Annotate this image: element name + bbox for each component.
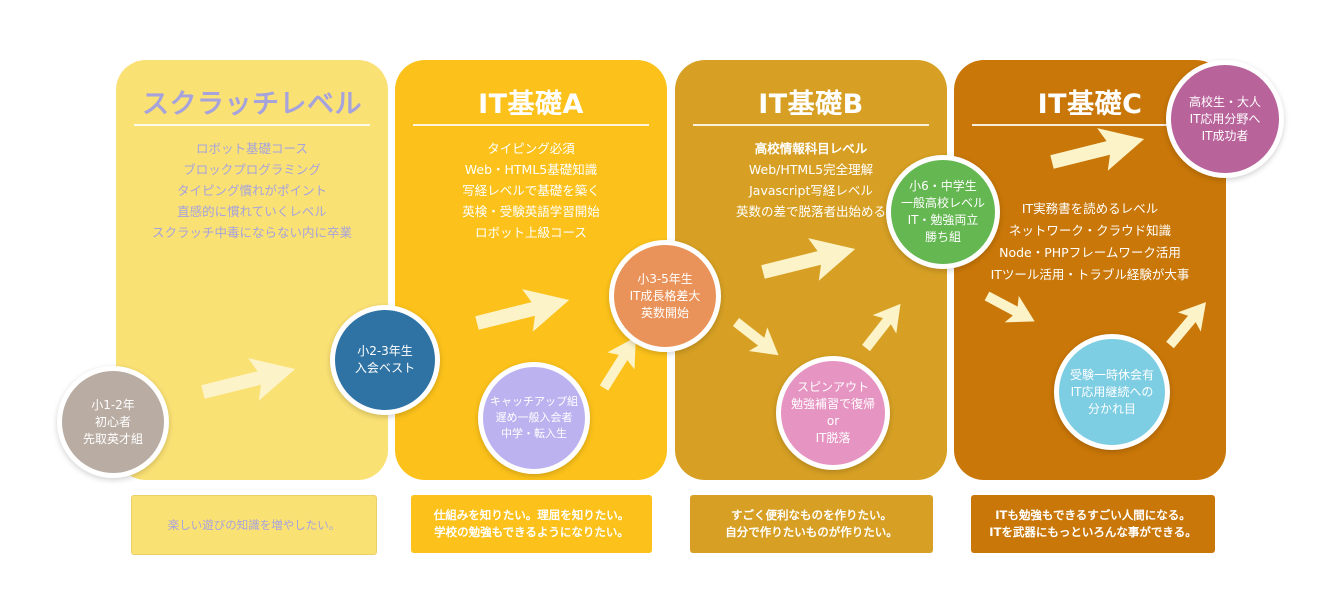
goal-note-scratch: 楽しい遊びの知識を増やしたい。 — [131, 495, 377, 555]
circle-label: IT成功者 — [1201, 128, 1249, 143]
divider — [413, 124, 649, 126]
circle-label: 小2-3年生 — [357, 344, 413, 358]
goal-line: ITを武器にもっといろんな事ができる。 — [989, 525, 1197, 539]
arrow-down-icon — [732, 318, 779, 356]
circle-label: 小3-5年生 — [637, 271, 693, 286]
circle-exam-break-crossroads: 受験一時休会有 IT応用継続への 分かれ目 — [1054, 334, 1170, 450]
stage-title: IT基礎A — [478, 89, 584, 120]
circle-label: スピンアウト — [796, 380, 869, 394]
circle-label: 高校生・大人 — [1188, 94, 1261, 109]
goal-line: 仕組みを知りたい。理屈を知りたい。 — [433, 508, 630, 522]
circle-best-enrollment: 小2-3年生 入会ベスト — [330, 305, 440, 415]
stage-description: ロボット基礎コース ブロックプログラミング タイピング慣れがポイント 直感的に慣… — [116, 138, 388, 243]
arrow-up-icon — [862, 303, 901, 352]
divider — [972, 124, 1208, 126]
goal-note-it-basic-a: 仕組みを知りたい。理屈を知りたい。 学校の勉強もできるようになりたい。 — [411, 495, 652, 553]
description-line: 高校情報科目レベル — [754, 141, 868, 156]
stage-description: 高校情報科目レベル Web/HTML5完全理解 Javascript写経レベル … — [675, 138, 947, 222]
circle-label: or — [826, 414, 840, 428]
description-line: 写経レベルで基礎を築く — [462, 183, 600, 198]
circle-label: キャッチアップ組 — [490, 395, 578, 408]
goal-line: すごく便利なものを作りたい。 — [731, 508, 892, 522]
circle-catch-up-group: キャッチアップ組 遅め一般入会者 中学・転入生 — [478, 362, 590, 474]
description-line: タイピング必須 — [487, 141, 575, 156]
circle-middle-school-winners: 小6・中学生 一般高校レベル IT・勉強両立 勝ち組 — [886, 155, 1000, 269]
circle-spin-out: スピンアウト 勉強補習で復帰 or IT脱落 — [776, 356, 890, 470]
stage-description: IT実務書を読めるレベル ネットワーク・クラウド知識 Node・PHPフレームワ… — [954, 198, 1226, 286]
stage-title: IT基礎C — [1037, 89, 1143, 120]
circle-label: 小1-2年 — [91, 397, 135, 412]
circle-label: 小6・中学生 — [909, 179, 977, 193]
description-line: タイピング慣れがポイント — [176, 183, 327, 198]
circle-grade-3-5: 小3-5年生 IT成長格差大 英数開始 — [609, 240, 721, 352]
description-line: ITツール活用・トラブル経験が大事 — [990, 267, 1190, 282]
description-line: Javascript写経レベル — [749, 183, 873, 198]
arrow-right-icon — [1050, 128, 1145, 171]
description-line: ロボット上級コース — [475, 225, 587, 240]
goal-line: 楽しい遊びの知識を増やしたい。 — [167, 517, 341, 532]
arrow-right-icon — [475, 289, 570, 332]
circle-label: 分かれ目 — [1087, 401, 1136, 416]
description-line: スクラッチ中毒にならない内に卒業 — [151, 225, 352, 240]
arrow-up-icon — [1166, 302, 1206, 349]
circle-label: IT・勉強両立 — [907, 213, 979, 227]
circle-label: 遅め一般入会者 — [495, 411, 573, 424]
stage-title: IT基礎B — [758, 89, 864, 120]
circle-label: 受験一時休会有 — [1069, 367, 1154, 382]
arrow-right-icon — [761, 238, 856, 281]
description-line: ブロックプログラミング — [183, 162, 321, 177]
goal-line: ITも勉強もできるすごい人間になる。 — [995, 508, 1191, 522]
description-line: ネットワーク・クラウド知識 — [1008, 223, 1172, 238]
goal-line: 学校の勉強もできるようになりたい。 — [434, 525, 629, 539]
description-line: Web/HTML5完全理解 — [748, 162, 874, 177]
description-line: Web・HTML5基礎知識 — [464, 162, 598, 177]
circle-label: 初心者 — [94, 414, 131, 429]
goal-note-it-basic-b: すごく便利なものを作りたい。 自分で作りたいものが作りたい。 — [690, 495, 933, 553]
goal-line: 自分で作りたいものが作りたい。 — [725, 525, 898, 539]
circle-label: IT脱落 — [815, 431, 851, 445]
circle-label: 一般高校レベル — [900, 196, 985, 210]
circle-label: 中学・転入生 — [501, 427, 567, 440]
circle-label: 英数開始 — [640, 305, 689, 320]
circle-label: 勝ち組 — [924, 230, 961, 244]
description-line: Node・PHPフレームワーク活用 — [999, 245, 1181, 260]
circle-label: 先取英才組 — [82, 431, 143, 446]
circle-beginner-grade-1-2: 小1-2年 初心者 先取英才組 — [57, 366, 169, 478]
stage-description: タイピング必須 Web・HTML5基礎知識 写経レベルで基礎を築く 英検・受験英… — [395, 138, 667, 243]
arrow-right-icon — [201, 358, 296, 401]
circle-label: IT応用継続への — [1070, 384, 1154, 399]
circle-label: 勉強補習で復帰 — [790, 397, 875, 411]
divider — [134, 124, 370, 126]
description-line: 直感的に慣れていくレベル — [177, 204, 327, 219]
divider — [693, 124, 929, 126]
stage-title: スクラッチレベル — [142, 89, 362, 120]
description-line: ロボット基礎コース — [196, 141, 308, 156]
description-line: 英検・受験英語学習開始 — [462, 204, 600, 219]
description-line: IT実務書を読めるレベル — [1021, 201, 1159, 216]
arrow-down-icon — [984, 291, 1035, 323]
circle-high-school-adult-success: 高校生・大人 IT応用分野へ IT成功者 — [1166, 60, 1284, 178]
circle-label: 入会ベスト — [354, 361, 416, 375]
description-line: 英数の差で脱落者出始める — [735, 204, 886, 219]
goal-note-it-basic-c: ITも勉強もできるすごい人間になる。 ITを武器にもっといろんな事ができる。 — [971, 495, 1215, 553]
circle-label: IT応用分野へ — [1189, 111, 1261, 126]
circle-label: IT成長格差大 — [629, 288, 701, 303]
arrow-up-icon — [599, 337, 636, 391]
